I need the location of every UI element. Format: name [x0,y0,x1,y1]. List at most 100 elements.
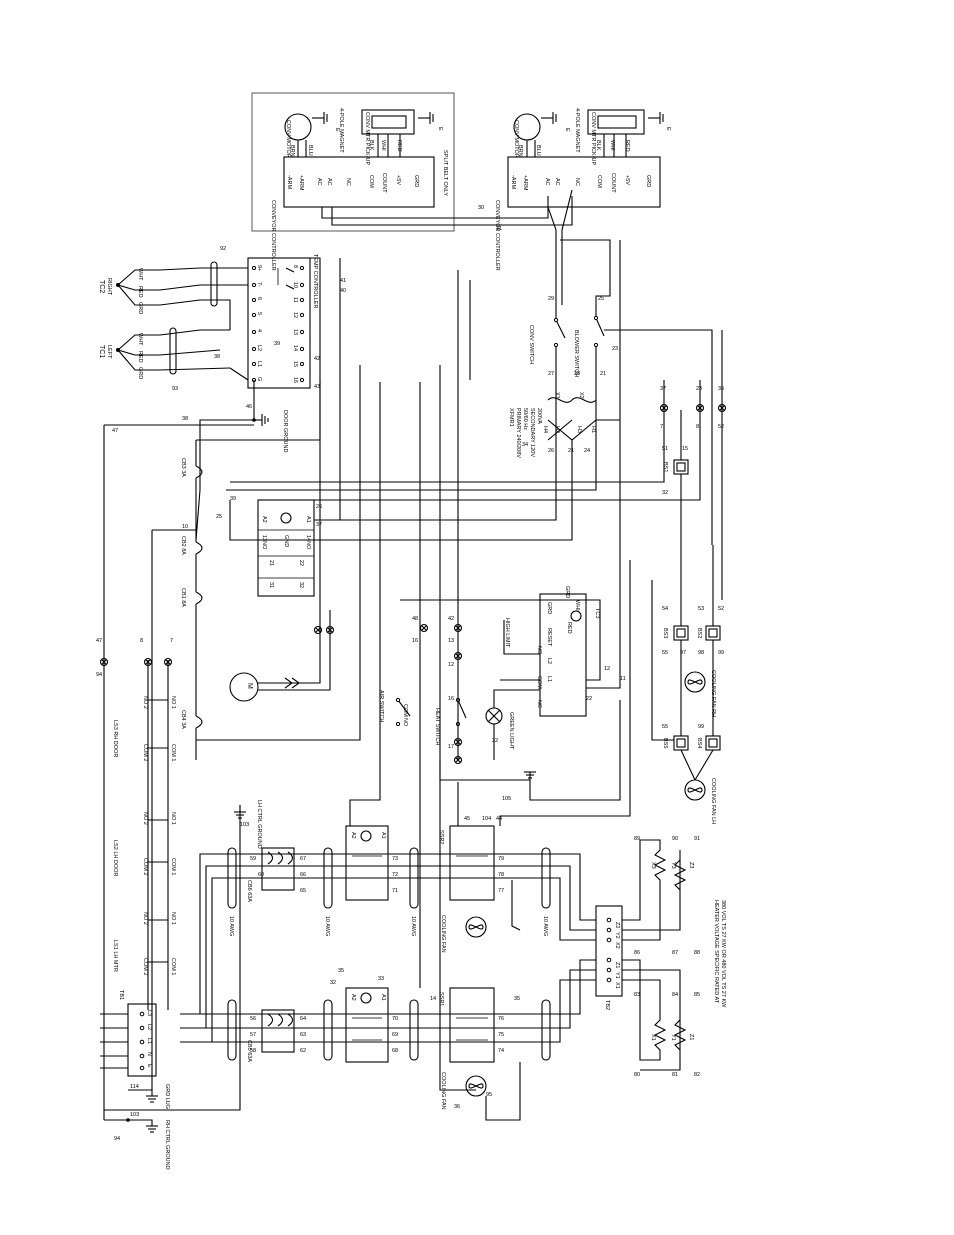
wire-num: 15 [682,446,688,452]
grd-lug-label: GRD LUG [164,1084,170,1109]
lamp [313,625,323,635]
wire-color: RED [137,351,143,363]
conv-switch: CONV SWITCH [528,300,566,395]
wire-color: RED [396,140,402,152]
com-label: COM [402,704,408,717]
wire-num: 58 [250,1048,256,1054]
term: E [146,1064,152,1068]
term: L1 [256,361,262,367]
term: Z1 [614,962,620,968]
high-limit-label: HIGH LIMIT [504,618,510,648]
term: 9+ [256,265,262,271]
bs5: BS5 [662,735,689,751]
wire-num: 68 [392,1048,398,1054]
com1-label: COM 1 [170,958,176,975]
lamp [325,625,335,635]
wire-num: 25 [598,296,604,302]
wire-num: 66 [300,872,306,878]
terminal-block-tb2: TB2 X1 Y1 Z1 X2 Y2 Z2 [595,905,623,1010]
wire-num: 60 [258,872,264,878]
grd-lug: GRD LUG [128,1084,170,1109]
wire-color: GRD [564,586,570,598]
wire-color: WHI [609,140,615,151]
fan-rh-icon [684,671,706,693]
wire-num: 39 [230,496,236,502]
wire-num: 85 [694,992,700,998]
tb1-label: TB1 [118,990,124,1000]
bs3-label: BS3 [662,628,668,638]
lh-ctrl-ground: LH CTRL GROUND [104,800,262,1111]
wire-num: 36 [718,386,724,392]
wire-num: 55 [662,650,668,656]
fan-icon [465,1075,487,1097]
term: A1 [380,994,386,1001]
term: 8 [292,265,298,268]
term: 13NO [261,535,267,550]
term: L2 [546,658,552,664]
wire-num: 114 [130,1084,139,1090]
wire-num: 35 [514,996,520,1002]
heater-elements: HEATER VOLTAGE SPECIFIC RATED AT 380 VOL… [622,839,726,1071]
green-light-label: GREEN LIGHT [508,712,514,750]
wire-num: 17 [448,744,454,750]
wire-num: 7 [170,638,173,644]
wire-color: BLU [307,145,313,156]
term: A1 [380,832,386,839]
wire-num: 45 [464,816,470,822]
term: COUNT [381,173,387,193]
element-label: Y1 [670,1034,676,1041]
wire-color: BLK [368,140,374,151]
indicator-lamps [99,403,727,765]
lamp [419,623,429,633]
heat-switch-label: HEAT SWITCH [434,708,440,745]
wire-num: 82 [694,1072,700,1078]
cb6: CB6 63A [246,847,295,902]
temp-controller: TEMP CONTROLLER 9+ 7- 6 5 4 L2 L1 G 8 10… [247,254,318,389]
cb5: CB5 63A [246,1009,295,1062]
wire-num: 52 [718,424,724,430]
terminal-block-tb1: TB1 L3 L2 L1 N E [100,990,157,1077]
wire-num: 48 [412,616,418,622]
element-label: X3 [650,862,656,869]
wire-num: 65 [300,888,306,894]
control-wires [196,240,723,1121]
motor-label: M [246,683,253,689]
wire-num: 103 [240,822,249,828]
term: L1 [546,676,552,682]
wire-num: 38 [214,354,220,360]
wire-num: 81 [672,1072,678,1078]
wire-color: WHT [137,268,143,281]
term: +ARM [522,175,528,191]
no2-label: NO 2 [142,812,148,825]
wire-num: 99 [718,650,724,656]
split-belt-note: SPLIT BELT ONLY [442,150,448,196]
term: A2 [350,994,356,1001]
xfmr-line: 50/60 Hz [522,408,528,430]
wire-num: 63 [300,1032,306,1038]
wire-num: 26 [548,448,554,454]
term: 7- [256,282,262,287]
wire-num: 80 [634,1072,640,1078]
term: X2 [614,942,620,949]
com1-label: COM 1 [170,858,176,875]
wire-num: 23 [696,386,702,392]
wire-num: 47 [112,428,118,434]
term: L2 [256,345,262,351]
term: 31 [268,582,274,588]
wire-num: 27 [548,371,554,377]
com2-label: COM 2 [142,858,148,875]
wire-num: 31 [496,226,502,232]
wire-num: 62 [300,1048,306,1054]
lamp [99,657,109,667]
term: COM [596,175,602,188]
wire-numbers: 94 47 8 7 38 10 39 25 26 37 41 40 42 43 … [96,278,724,1142]
term: G [256,377,262,381]
wire-num: 25 [216,514,222,520]
term: 11 [292,297,298,303]
term: 21 [268,560,274,566]
relay-block: A2 A1 13NO 14NO GND 21 22 31 32 [257,499,315,597]
term: RESET [546,628,552,647]
wire-num: 75 [498,1032,504,1038]
wire-num: 21 [600,371,606,377]
wire-color: WHI [574,600,580,611]
